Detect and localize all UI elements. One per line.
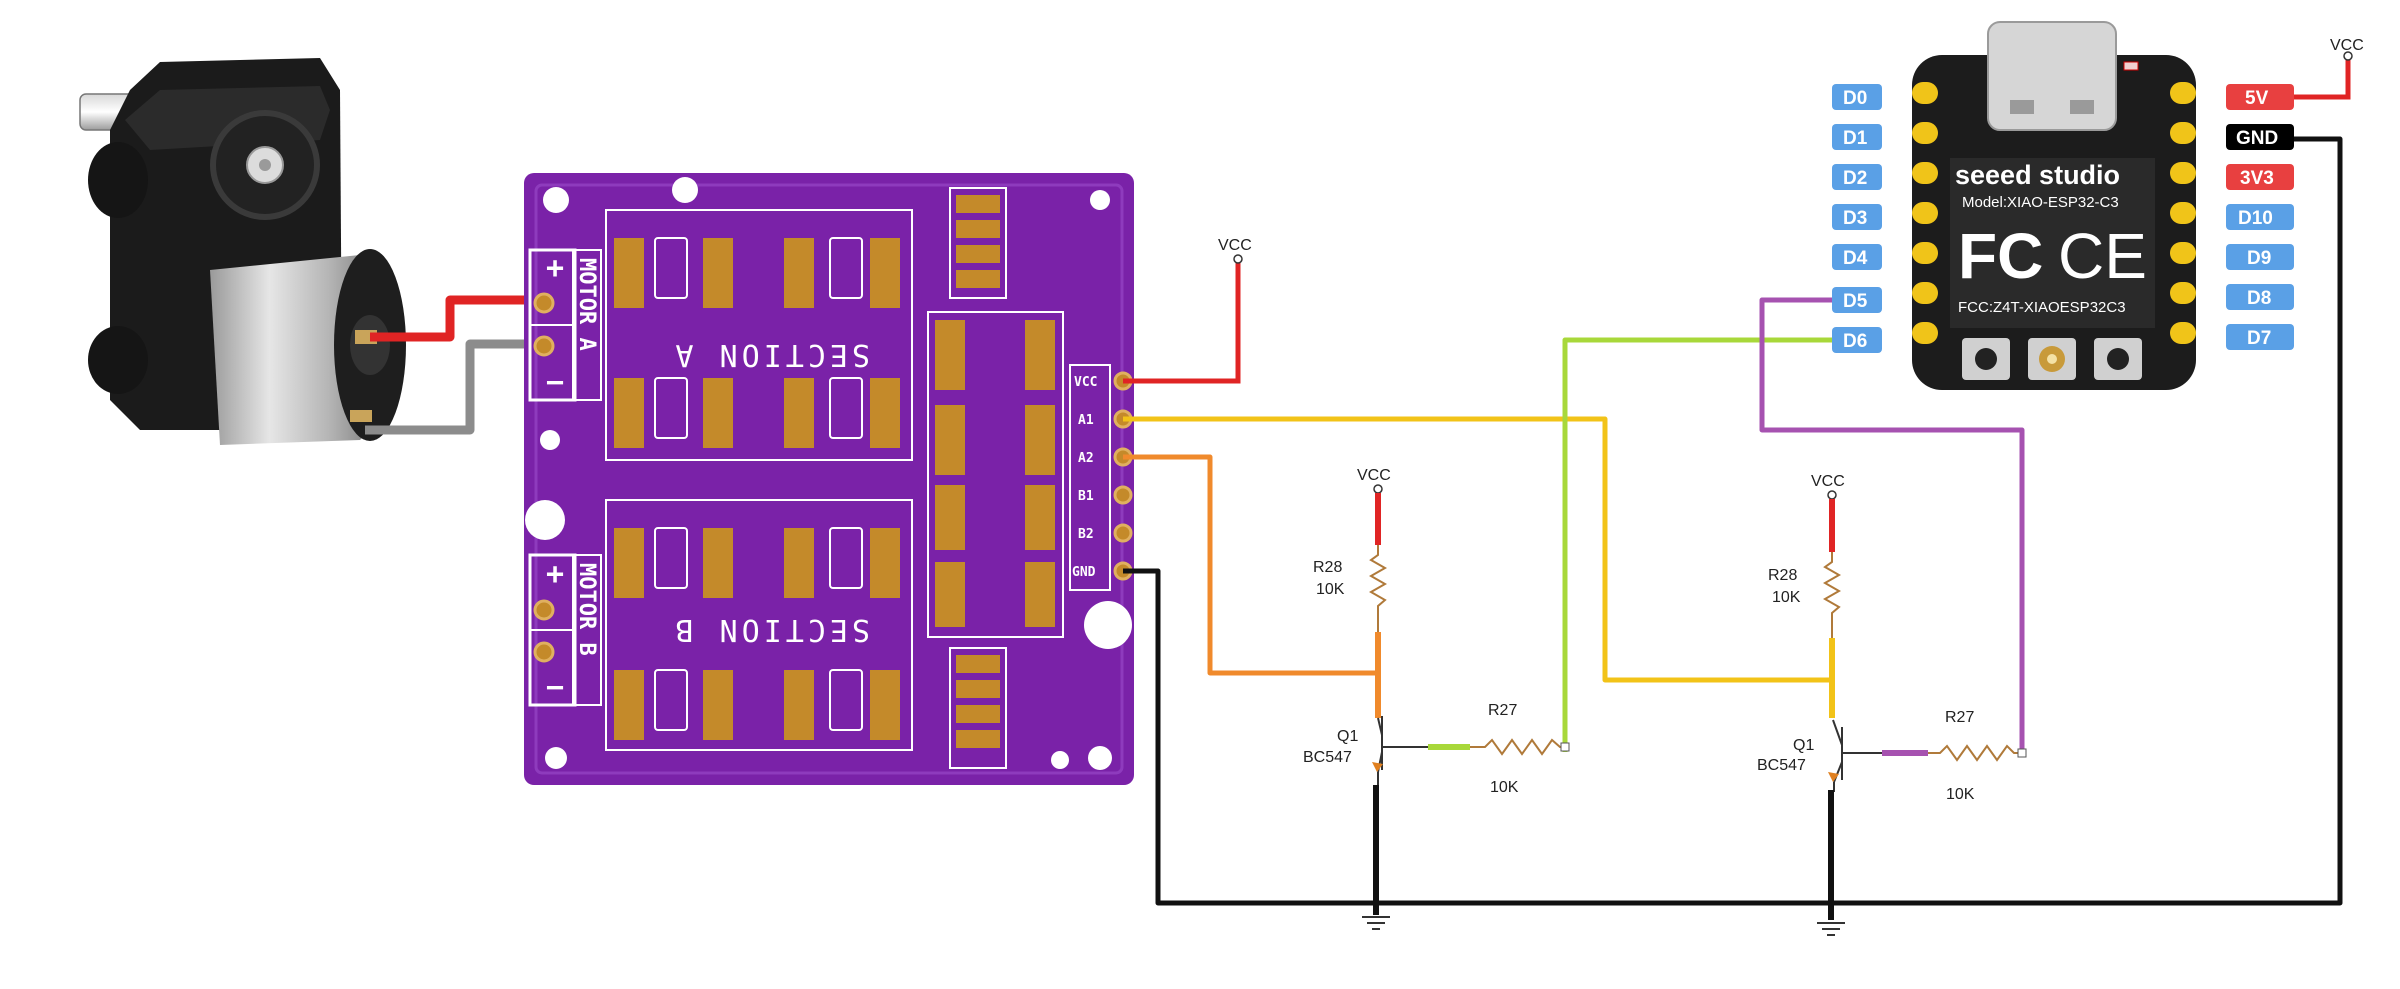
motor-a-plus-label: + [546,251,564,286]
xiao-vcc-label: VCC [2330,37,2364,54]
right-r27-name: R27 [1945,709,1974,726]
gnd-black-wire [1123,136,2343,906]
driver-header-pins: VCC A1 A2 B1 B2 GND [1072,371,1133,581]
driver-vcc-label: VCC [1218,237,1252,254]
right-ground-icon [1817,922,1845,936]
motor-red-wire [370,295,545,342]
right-vcc-label: VCC [1811,473,1845,490]
pin-b1-label: B1 [1078,489,1094,504]
pin-d10-label: D10 [2238,208,2273,229]
motor-a-minus-label: − [546,365,564,400]
pin-d6-label: D6 [1843,331,1867,352]
left-transistor-circuit: VCC R28 10K Q1 BC547 R27 10K [1303,467,1570,930]
motor-b-label: MOTOR B [574,563,599,656]
motor-b-minus-label: − [546,670,564,705]
pin-d8-label: D8 [2247,288,2271,309]
motor-b-plus-label: + [546,557,564,592]
section-b-label: SECTION B [671,612,870,647]
pin-d5-label: D5 [1843,291,1868,312]
left-vcc-label: VCC [1357,467,1391,484]
motor-driver-board: + − MOTOR A + − MOTOR B SECTION A SECTIO… [524,173,1134,785]
xiao-left-pins: D0 D1 D2 D3 D4 D5 D6 [1832,84,1882,353]
pin-gnd-label: GND [1072,565,1096,580]
right-r28-value: 10K [1772,589,1801,606]
pin-a2-label: A2 [1078,451,1094,466]
a2-orange-wire [1123,454,1378,676]
pin-d7-label: D7 [2247,328,2271,349]
xiao-model: Model:XIAO-ESP32-C3 [1962,194,2119,211]
left-r27-value: 10K [1490,779,1519,796]
right-r28-name: R28 [1768,567,1797,584]
left-r28-value: 10K [1316,581,1345,598]
d6-lime-wire [1562,337,1840,752]
motor-gray-wire [365,339,545,435]
5v-red-wire [2268,58,2351,100]
left-r27-resistor [1470,738,1565,756]
dc-gear-motor [79,58,406,445]
pin-d4-label: D4 [1843,248,1868,269]
xiao-brand: seeed studio [1955,160,2120,190]
pin-d9-label: D9 [2247,248,2271,269]
left-r28-resistor [1368,545,1388,632]
pin-b2-label: B2 [1078,527,1094,542]
driver-vcc-wire [1123,262,1241,384]
left-r27-name: R27 [1488,702,1517,719]
pin-3v3-label: 3V3 [2240,168,2274,189]
xiao-ce-mark: CE [2058,220,2147,292]
xiao-esp32c3-board: seeed studio Model:XIAO-ESP32-C3 FC CE F… [1832,21,2294,390]
right-r27-resistor [1928,744,2022,762]
pin-d1-label: D1 [1843,128,1868,149]
pin-d0-label: D0 [1843,88,1867,109]
pin-5v-label: 5V [2245,88,2269,109]
right-q1-part: BC547 [1757,757,1806,774]
pin-a1-label: A1 [1078,413,1094,428]
d5-purple-wire [1759,297,2025,752]
xiao-fcc-id: FCC:Z4T-XIAOESP32C3 [1958,299,2126,316]
xiao-right-pins: 5V GND 3V3 D10 D9 D8 D7 [2226,84,2294,350]
right-r28-resistor [1822,552,1842,638]
motor-a-label: MOTOR A [574,258,599,351]
left-q1-part: BC547 [1303,749,1352,766]
left-ground-icon [1362,916,1390,930]
right-transistor-circuit: VCC R28 10K Q1 BC547 R27 10K [1757,473,2027,936]
left-r28-name: R28 [1313,559,1342,576]
pin-d2-label: D2 [1843,168,1867,189]
pin-gnd-xiao-label: GND [2236,128,2278,149]
pin-d3-label: D3 [1843,208,1867,229]
right-q1-name: Q1 [1793,737,1814,754]
section-a-label: SECTION A [671,337,870,372]
right-r27-value: 10K [1946,786,1975,803]
a1-yellow-wire [1123,416,1832,683]
xiao-fc-mark: FC [1958,220,2043,292]
left-q1-name: Q1 [1337,728,1358,745]
pin-vcc-label: VCC [1074,375,1097,390]
